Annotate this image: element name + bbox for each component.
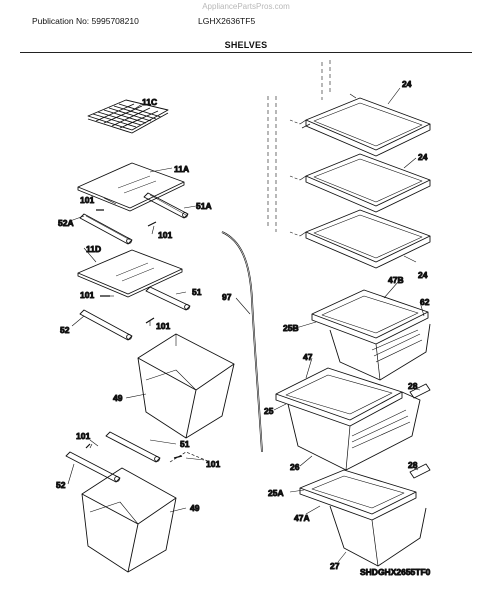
cantilever-shelf-24-a	[299, 93, 431, 157]
callout-28: 28	[408, 460, 418, 470]
crisper-cover-47	[275, 367, 403, 427]
cabinet-wall	[267, 96, 277, 232]
cantilever-shelf-24-b	[299, 153, 431, 213]
bin-49-lower	[81, 467, 177, 573]
callout-24: 24	[418, 152, 428, 162]
section-title: SHELVES	[224, 40, 268, 50]
crisper-drawer-62	[329, 323, 431, 381]
callout-52: 52	[56, 480, 66, 490]
callout-49: 49	[113, 393, 123, 403]
callout-47a: 47A	[294, 513, 310, 523]
cantilever-shelf-24-c	[299, 209, 431, 269]
callout-47: 47	[303, 352, 313, 362]
callout-49: 49	[190, 503, 200, 513]
model-number: LGHX2636TF5	[198, 16, 256, 26]
callout-27: 27	[330, 561, 340, 571]
callout-25b: 25B	[283, 323, 299, 333]
crisper-drawer-26	[287, 391, 421, 471]
callout-101: 101	[158, 230, 172, 240]
strip-97	[221, 231, 263, 453]
diagram-code: SHDGHX2655TF0	[360, 567, 431, 577]
callout-52: 52	[60, 325, 70, 335]
glass-shelf-11a	[77, 162, 185, 212]
callout-24: 24	[402, 79, 412, 89]
callout-51a: 51A	[196, 201, 212, 211]
pan-frame-25a	[299, 469, 417, 521]
callout-25: 25	[264, 406, 274, 416]
callout-101: 101	[76, 431, 90, 441]
callout-25a: 25A	[268, 488, 284, 498]
callout-101: 101	[156, 321, 170, 331]
site-watermark: AppliancePartsPros.com	[202, 2, 290, 11]
rail-51-lower	[105, 431, 161, 463]
callout-97: 97	[222, 292, 232, 302]
leader-lines	[67, 87, 425, 563]
clip-28-lower	[409, 463, 431, 479]
callout-51: 51	[180, 439, 190, 449]
callout-11d: 11D	[86, 244, 101, 254]
callout-62: 62	[420, 297, 430, 307]
callout-11a: 11A	[174, 164, 189, 174]
rail-52-lower	[65, 451, 121, 483]
crisper-cover-47b	[311, 289, 429, 345]
header-rule	[20, 52, 472, 53]
callout-51: 51	[192, 287, 202, 297]
pan-27	[329, 505, 427, 567]
callout-101: 101	[206, 459, 220, 469]
callout-26: 26	[290, 462, 300, 472]
callout-101: 101	[80, 290, 94, 300]
callout-52a: 52A	[58, 218, 74, 228]
wire-rack-11c	[87, 99, 169, 134]
publication-number: Publication No: 5995708210	[32, 16, 139, 26]
callout-11c: 11C	[142, 97, 157, 107]
bin-49-upper	[137, 333, 235, 439]
callout-24: 24	[418, 270, 428, 280]
rail-51-upper	[145, 286, 191, 311]
clip-28-upper	[409, 383, 431, 399]
rail-51a	[143, 192, 189, 219]
callout-28: 28	[408, 381, 418, 391]
callout-47b: 47B	[388, 275, 404, 285]
rail-52a	[79, 213, 133, 245]
rail-52-upper	[79, 309, 133, 341]
glass-shelf-11d	[77, 249, 183, 298]
callout-101: 101	[80, 195, 94, 205]
